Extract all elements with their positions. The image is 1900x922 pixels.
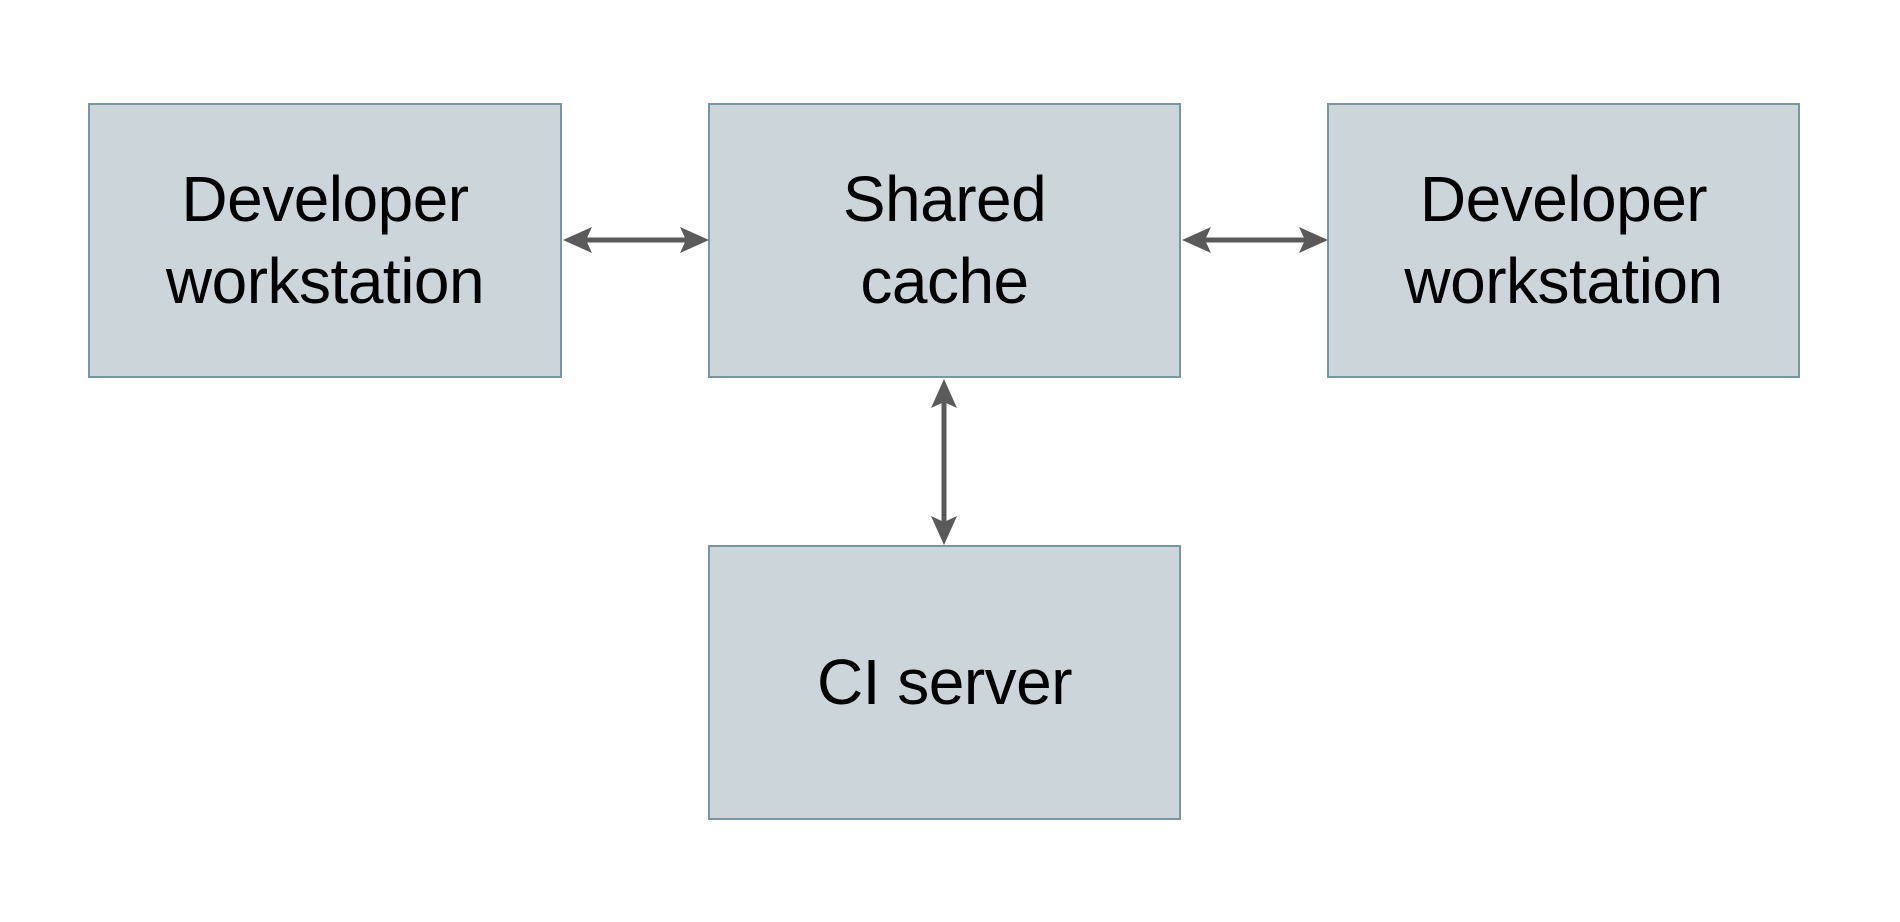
connector-shared-cache-to-right-workstation[interactable] <box>1181 215 1329 265</box>
node-ci-server[interactable]: CI server <box>708 545 1181 820</box>
connector-shared-cache-to-ci-server[interactable] <box>919 378 969 546</box>
node-label-shared-cache: Shared cache <box>842 163 1047 317</box>
double-arrow-horizontal-icon <box>563 227 709 253</box>
node-label-developer-workstation-right: Developer workstation <box>1404 163 1723 317</box>
node-label-ci-server: CI server <box>816 645 1073 718</box>
double-arrow-horizontal-icon <box>1182 227 1328 253</box>
double-arrow-vertical-icon <box>931 379 957 545</box>
node-developer-workstation-left[interactable]: Developer workstation <box>88 103 562 378</box>
node-label-developer-workstation-left: Developer workstation <box>165 163 485 317</box>
node-shared-cache[interactable]: Shared cache <box>708 103 1181 378</box>
node-developer-workstation-right[interactable]: Developer workstation <box>1327 103 1800 378</box>
connector-left-workstation-to-shared-cache[interactable] <box>562 215 710 265</box>
